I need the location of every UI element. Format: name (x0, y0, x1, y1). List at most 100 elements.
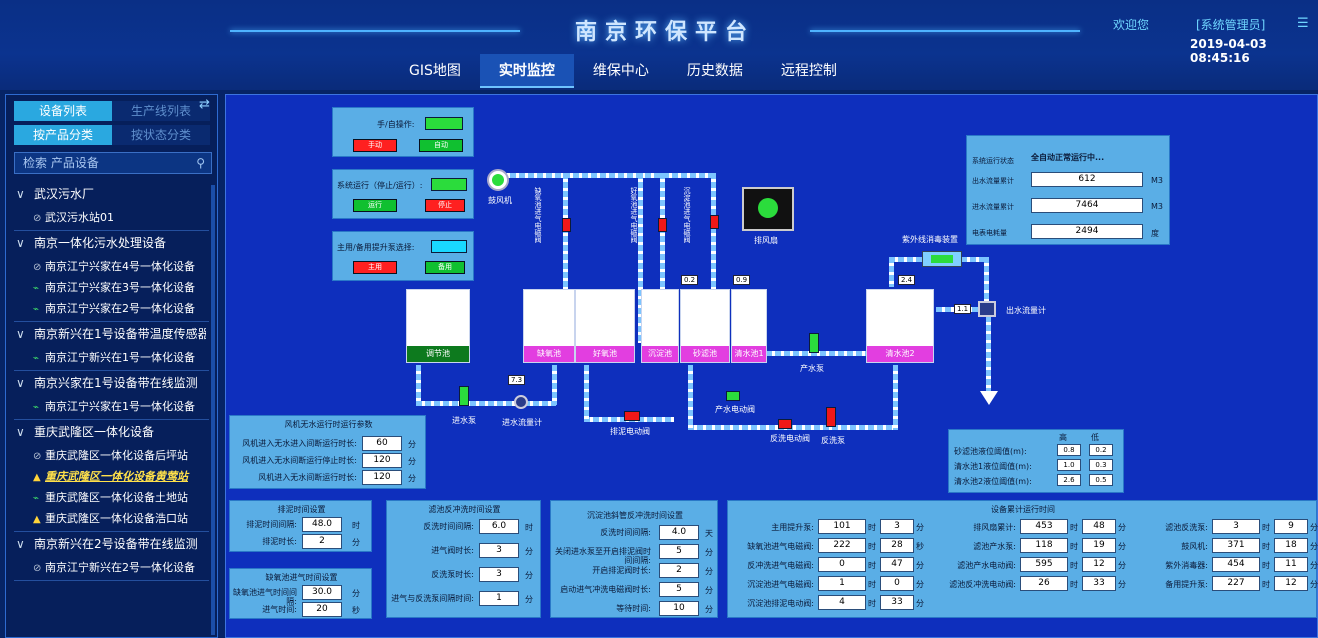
user-role[interactable]: [系统管理员] (1196, 18, 1266, 32)
aer_panel-row-input[interactable]: 20 (302, 602, 342, 617)
menu-icon[interactable]: ☰ (1297, 16, 1309, 31)
level-low-input[interactable]: 0.3 (1089, 459, 1113, 471)
nav-history[interactable]: 历史数据 (686, 63, 743, 79)
sludge_panel-row-input[interactable]: 48.0 (302, 517, 342, 532)
backup-pump-button[interactable]: 备用 (425, 261, 465, 274)
tank-sediment[interactable]: 沉淀池 (641, 289, 679, 363)
main-pump-button[interactable]: 主用 (353, 261, 397, 274)
tree-item[interactable]: ▲重庆武隆区一体化设备黄莺站 (33, 468, 188, 484)
tank-regulating[interactable]: 调节池 (406, 289, 470, 363)
tree-item[interactable]: ⌁南京江宁新兴在1号一体化设备 (33, 349, 195, 365)
runtime-min-unit: 分 (1118, 542, 1126, 551)
tree-item[interactable]: ⌁南京江宁兴家在1号一体化设备 (33, 398, 195, 414)
tank-aerobic[interactable]: 好氧池 (575, 289, 635, 363)
backwash-pump[interactable] (826, 407, 836, 427)
runtime-label: 反冲洗进气电磁阀: (747, 561, 814, 570)
sludge-valve[interactable] (624, 411, 640, 421)
manual-button[interactable]: 手动 (353, 139, 397, 152)
chevron-down-icon[interactable]: ∨ (16, 236, 25, 250)
run-button[interactable]: 运行 (353, 199, 397, 212)
tree-item-label: 重庆武隆区一体化设备后坪站 (45, 449, 188, 462)
tree-group[interactable]: ∨南京新兴在2号设备带在线监测 (16, 535, 206, 552)
sludge_panel-row-label: 排泥时长: (262, 537, 297, 546)
inlet-flow-meter[interactable] (514, 395, 528, 409)
aer_panel-row-input[interactable]: 30.0 (302, 585, 342, 600)
filter_panel-row-input[interactable]: 1 (479, 591, 519, 606)
tank-anoxic[interactable]: 缺氧池 (523, 289, 575, 363)
pump-select-panel: 主用/备用提升泵选择: 主用 备用 (332, 231, 474, 281)
tree-item[interactable]: ⌁南京江宁兴家在2号一体化设备 (33, 300, 195, 316)
outlet-flow-meter[interactable] (978, 301, 996, 317)
tube_panel-row-input[interactable]: 4.0 (659, 525, 699, 540)
tab-by-product[interactable]: 按产品分类 (14, 125, 112, 145)
runtime-label: 沉淀池排泥电动阀: (747, 599, 814, 608)
nav-maintenance[interactable]: 维保中心 (592, 63, 649, 79)
fan_panel-row-input[interactable]: 120 (362, 453, 402, 468)
swap-icon[interactable]: ⇄ (199, 97, 210, 112)
tab-device-list[interactable]: 设备列表 (14, 101, 112, 121)
tube_panel-row-input[interactable]: 10 (659, 601, 699, 616)
level-high-input[interactable]: 0.8 (1057, 444, 1081, 456)
sludge-valve-label: 排泥电动阀 (610, 427, 650, 436)
tree-item[interactable]: ⊘南京江宁兴家在4号一体化设备 (33, 258, 195, 274)
blower-icon[interactable] (487, 169, 509, 191)
search-input[interactable]: 检索 产品设备 ⚲ (14, 152, 212, 174)
aeration-time-title: 缺氧池进气时间设置 (265, 573, 338, 582)
fan_panel-row-input[interactable]: 120 (362, 470, 402, 485)
valve-2[interactable] (658, 218, 667, 232)
chevron-down-icon[interactable]: ∨ (16, 425, 25, 439)
filter_panel-row-input[interactable]: 3 (479, 543, 519, 558)
sludge_panel-row-input[interactable]: 2 (302, 534, 342, 549)
chevron-down-icon[interactable]: ∨ (16, 376, 25, 390)
tree-group[interactable]: ∨南京新兴在1号设备带温度传感器 (16, 325, 206, 342)
product-valve[interactable] (726, 391, 740, 401)
tube_panel-row-unit: 天 (705, 529, 713, 538)
chevron-down-icon[interactable]: ∨ (16, 537, 25, 551)
tree-group[interactable]: ∨重庆武隆区一体化设备 (16, 423, 206, 440)
tube_panel-row-input[interactable]: 2 (659, 563, 699, 578)
valve-3[interactable] (710, 215, 719, 229)
nav-realtime[interactable]: 实时监控 (479, 54, 574, 88)
tree-item[interactable]: ⊘南京江宁新兴在2号一体化设备 (33, 559, 195, 575)
tree-item[interactable]: ⌁重庆武隆区一体化设备土地站 (33, 489, 188, 505)
nav-gis[interactable]: GIS地图 (409, 63, 461, 79)
level-high-input[interactable]: 1.0 (1057, 459, 1081, 471)
inlet-pump[interactable] (459, 386, 469, 406)
tube_panel-row-input[interactable]: 5 (659, 544, 699, 559)
exhaust-fan-icon[interactable] (742, 187, 794, 231)
tab-by-status[interactable]: 按状态分类 (112, 125, 210, 145)
tree-item[interactable]: ⌁南京江宁兴家在3号一体化设备 (33, 279, 195, 295)
tab-line-list[interactable]: 生产线列表 (112, 101, 210, 121)
tree-item[interactable]: ⊘武汉污水站01 (33, 209, 114, 225)
status-row-label: 电表电耗量 (972, 229, 1007, 237)
level-row-label: 清水池1液位阈值(m): (954, 462, 1032, 471)
sidebar-scrollbar[interactable] (211, 185, 215, 635)
chevron-down-icon[interactable]: ∨ (16, 187, 25, 201)
chevron-down-icon[interactable]: ∨ (16, 327, 25, 341)
nav-remote[interactable]: 远程控制 (780, 63, 837, 79)
auto-button[interactable]: 自动 (419, 139, 463, 152)
tree-item-label: 重庆武隆区一体化设备黄莺站 (45, 470, 188, 483)
filter_panel-row-input[interactable]: 6.0 (479, 519, 519, 534)
tank-clear-1[interactable]: 清水池1 (731, 289, 767, 363)
tank-sand-filter[interactable]: 砂滤池 (680, 289, 730, 363)
inlet-flow-tag: 7.3 (508, 375, 526, 385)
tree-item[interactable]: ⊘重庆武隆区一体化设备后坪站 (33, 447, 188, 463)
level-low-input[interactable]: 0.2 (1089, 444, 1113, 456)
level-high-input[interactable]: 2.6 (1057, 474, 1081, 486)
tube_panel-row-input[interactable]: 5 (659, 582, 699, 597)
tree-group[interactable]: ∨南京兴家在1号设备带在线监测 (16, 374, 206, 391)
tank-clear-2[interactable]: 清水池2 (866, 289, 934, 363)
fan_panel-row-input[interactable]: 60 (362, 436, 402, 451)
tree-group[interactable]: ∨武汉污水厂 (16, 185, 206, 202)
tree-group[interactable]: ∨南京一体化污水处理设备 (16, 234, 206, 251)
stop-button[interactable]: 停止 (425, 199, 465, 212)
product-pump[interactable] (809, 333, 819, 353)
filter_panel-row-input[interactable]: 3 (479, 567, 519, 582)
tree-item[interactable]: ▲重庆武隆区一体化设备浩口站 (33, 510, 188, 526)
backwash-valve[interactable] (778, 419, 792, 429)
valve-1[interactable] (562, 218, 571, 232)
level-low-input[interactable]: 0.5 (1089, 474, 1113, 486)
search-icon[interactable]: ⚲ (196, 156, 205, 170)
uv-device[interactable] (922, 251, 962, 267)
